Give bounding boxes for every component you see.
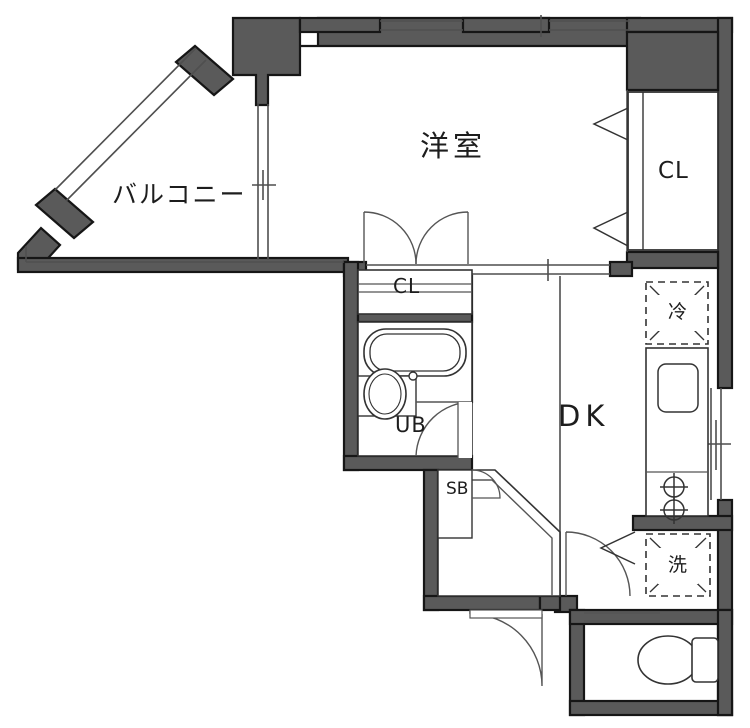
closet-hall-group	[357, 211, 473, 315]
closet-hall-swing-left	[363, 211, 417, 265]
balcony-wall-slope-upper	[174, 44, 235, 97]
wall-right-exterior-upper	[716, 16, 734, 390]
fixture-label-unit-bath: UB	[395, 413, 427, 437]
room-label-balcony: バルコニー	[112, 180, 247, 209]
refrigerator-label-mask	[657, 295, 697, 331]
toilet-bowl	[637, 635, 699, 685]
wall-top-right	[625, 16, 734, 34]
dk-door-swing	[565, 531, 631, 597]
wall-room-hall-divider-right	[608, 260, 634, 278]
washer-label-mask	[658, 548, 698, 584]
wall-bath-bottom	[342, 454, 474, 472]
balcony-rail-inner	[65, 59, 207, 202]
partition-group	[25, 15, 731, 596]
bathtub-inner	[369, 333, 461, 372]
fixture-label-washing-machine: 洗	[668, 554, 688, 576]
bath-drain-icon	[408, 371, 418, 381]
wall-entry-left	[422, 468, 440, 612]
wall-toilet-bottom	[568, 699, 734, 717]
wall-cl-bottom-edge	[625, 250, 720, 270]
window-block-top-b	[461, 16, 551, 34]
wall-toilet-top	[568, 608, 734, 626]
dk-door-arrow	[599, 531, 636, 565]
washing-machine-space	[645, 533, 711, 597]
closet-right-arrow-top	[592, 107, 629, 141]
wall-entry-bottom	[422, 594, 542, 612]
shoe-box	[437, 469, 473, 539]
entry-door-panel	[469, 609, 543, 619]
balcony-wall-bottom	[16, 256, 350, 274]
fixture-label-refrigerator: 冷	[668, 301, 688, 323]
room-label-dining-kitchen: DK	[558, 399, 610, 433]
wall-toilet-left	[568, 608, 586, 717]
balcony-wall-slope-lower	[34, 187, 95, 240]
balcony-rail-outer	[54, 47, 197, 191]
wall-toilet-right	[716, 608, 734, 717]
stove-burners	[660, 473, 688, 524]
wall-hall-left	[342, 260, 360, 472]
closet-right-arrow-bottom	[592, 211, 629, 247]
kitchen-group	[645, 281, 711, 597]
shoe-box-door-swing	[471, 469, 501, 499]
entrance-group	[437, 469, 636, 687]
closet-label-hall: CL	[393, 274, 421, 298]
toilet-tank	[691, 637, 719, 683]
unit-bath-door-panel	[458, 402, 472, 458]
window-block-top-a	[298, 16, 382, 34]
entry-door-swing	[469, 610, 543, 687]
closet-label-right: CL	[658, 158, 689, 184]
unit-bath-group	[357, 321, 473, 458]
room-label-western-room: 洋室	[420, 129, 487, 163]
wall-cl-top-notch	[625, 30, 720, 92]
wall-entry-block-top	[231, 16, 642, 107]
toilet-group	[584, 612, 719, 685]
sink-basin-inner	[368, 373, 402, 415]
wall-dk-door-stub	[538, 594, 562, 612]
kitchen-sink	[657, 363, 699, 413]
refrigerator-space	[645, 281, 709, 345]
wall-kitchen-washer-divider	[631, 514, 734, 532]
closet-hall-swing-right	[415, 211, 469, 265]
closet-right-group	[592, 91, 719, 251]
fixture-label-shoe-box: SB	[446, 479, 469, 499]
wall-group	[16, 16, 734, 717]
